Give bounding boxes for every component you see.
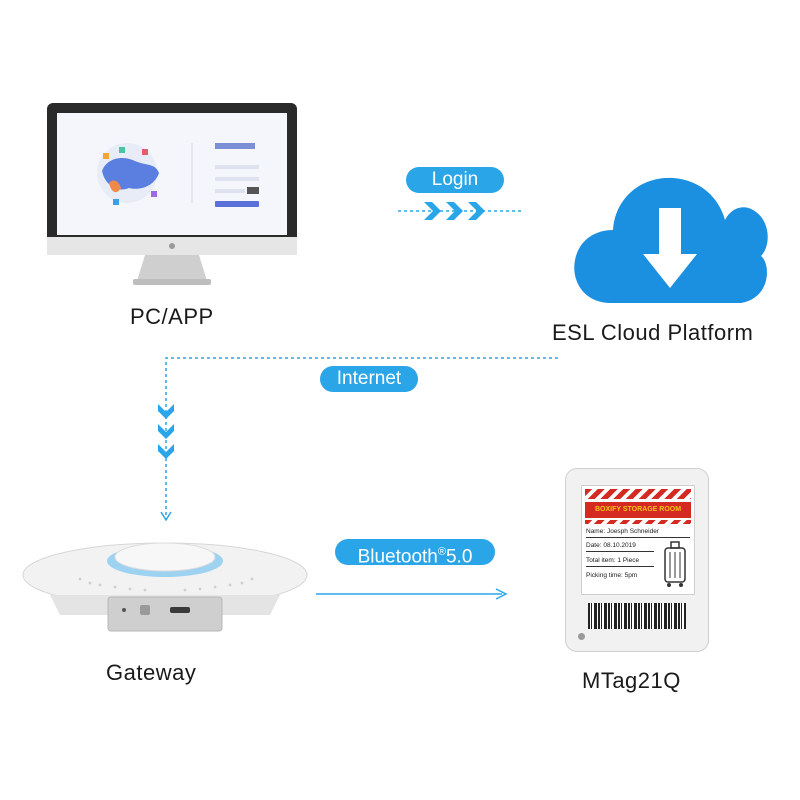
chevron-right-icon (424, 202, 485, 220)
chevron-down-icon (158, 404, 174, 459)
tag-date: Date: 08.10.2019 (586, 542, 654, 552)
luggage-icon (660, 540, 690, 588)
tag-header: BOXIFY STORAGE ROOM (585, 502, 691, 518)
hazard-stripe-bottom (585, 520, 691, 524)
login-connector (398, 202, 523, 220)
internet-connector (158, 357, 558, 522)
bluetooth-version: 5.0 (445, 546, 473, 568)
gateway-device (22, 542, 308, 632)
pc-monitor (47, 103, 297, 288)
tag-picking: Picking time: 5pm (586, 572, 638, 579)
bluetooth-connector (316, 588, 508, 600)
esl-tag-device: BOXIFY STORAGE ROOM Name: Joesph Schneid… (565, 468, 709, 652)
status-led (578, 633, 585, 640)
mtag-label: MTag21Q (582, 668, 681, 693)
internet-badge: Internet (320, 366, 418, 392)
bluetooth-text: Bluetooth (357, 546, 438, 568)
registered-mark: ® (437, 546, 446, 558)
hazard-stripe (585, 489, 691, 499)
tag-name: Name: Joesph Schneider (586, 528, 690, 538)
cloud-download-icon (574, 177, 768, 303)
pc-app-label: PC/APP (130, 304, 214, 329)
esl-screen: BOXIFY STORAGE ROOM Name: Joesph Schneid… (581, 485, 695, 595)
login-badge: Login (406, 167, 504, 193)
barcode (588, 603, 686, 629)
tag-total: Total item: 1 Piece (586, 557, 654, 567)
gateway-label: Gateway (106, 660, 197, 685)
bluetooth-badge: Bluetooth®5.0 (335, 539, 495, 568)
cloud-label: ESL Cloud Platform (552, 320, 754, 345)
